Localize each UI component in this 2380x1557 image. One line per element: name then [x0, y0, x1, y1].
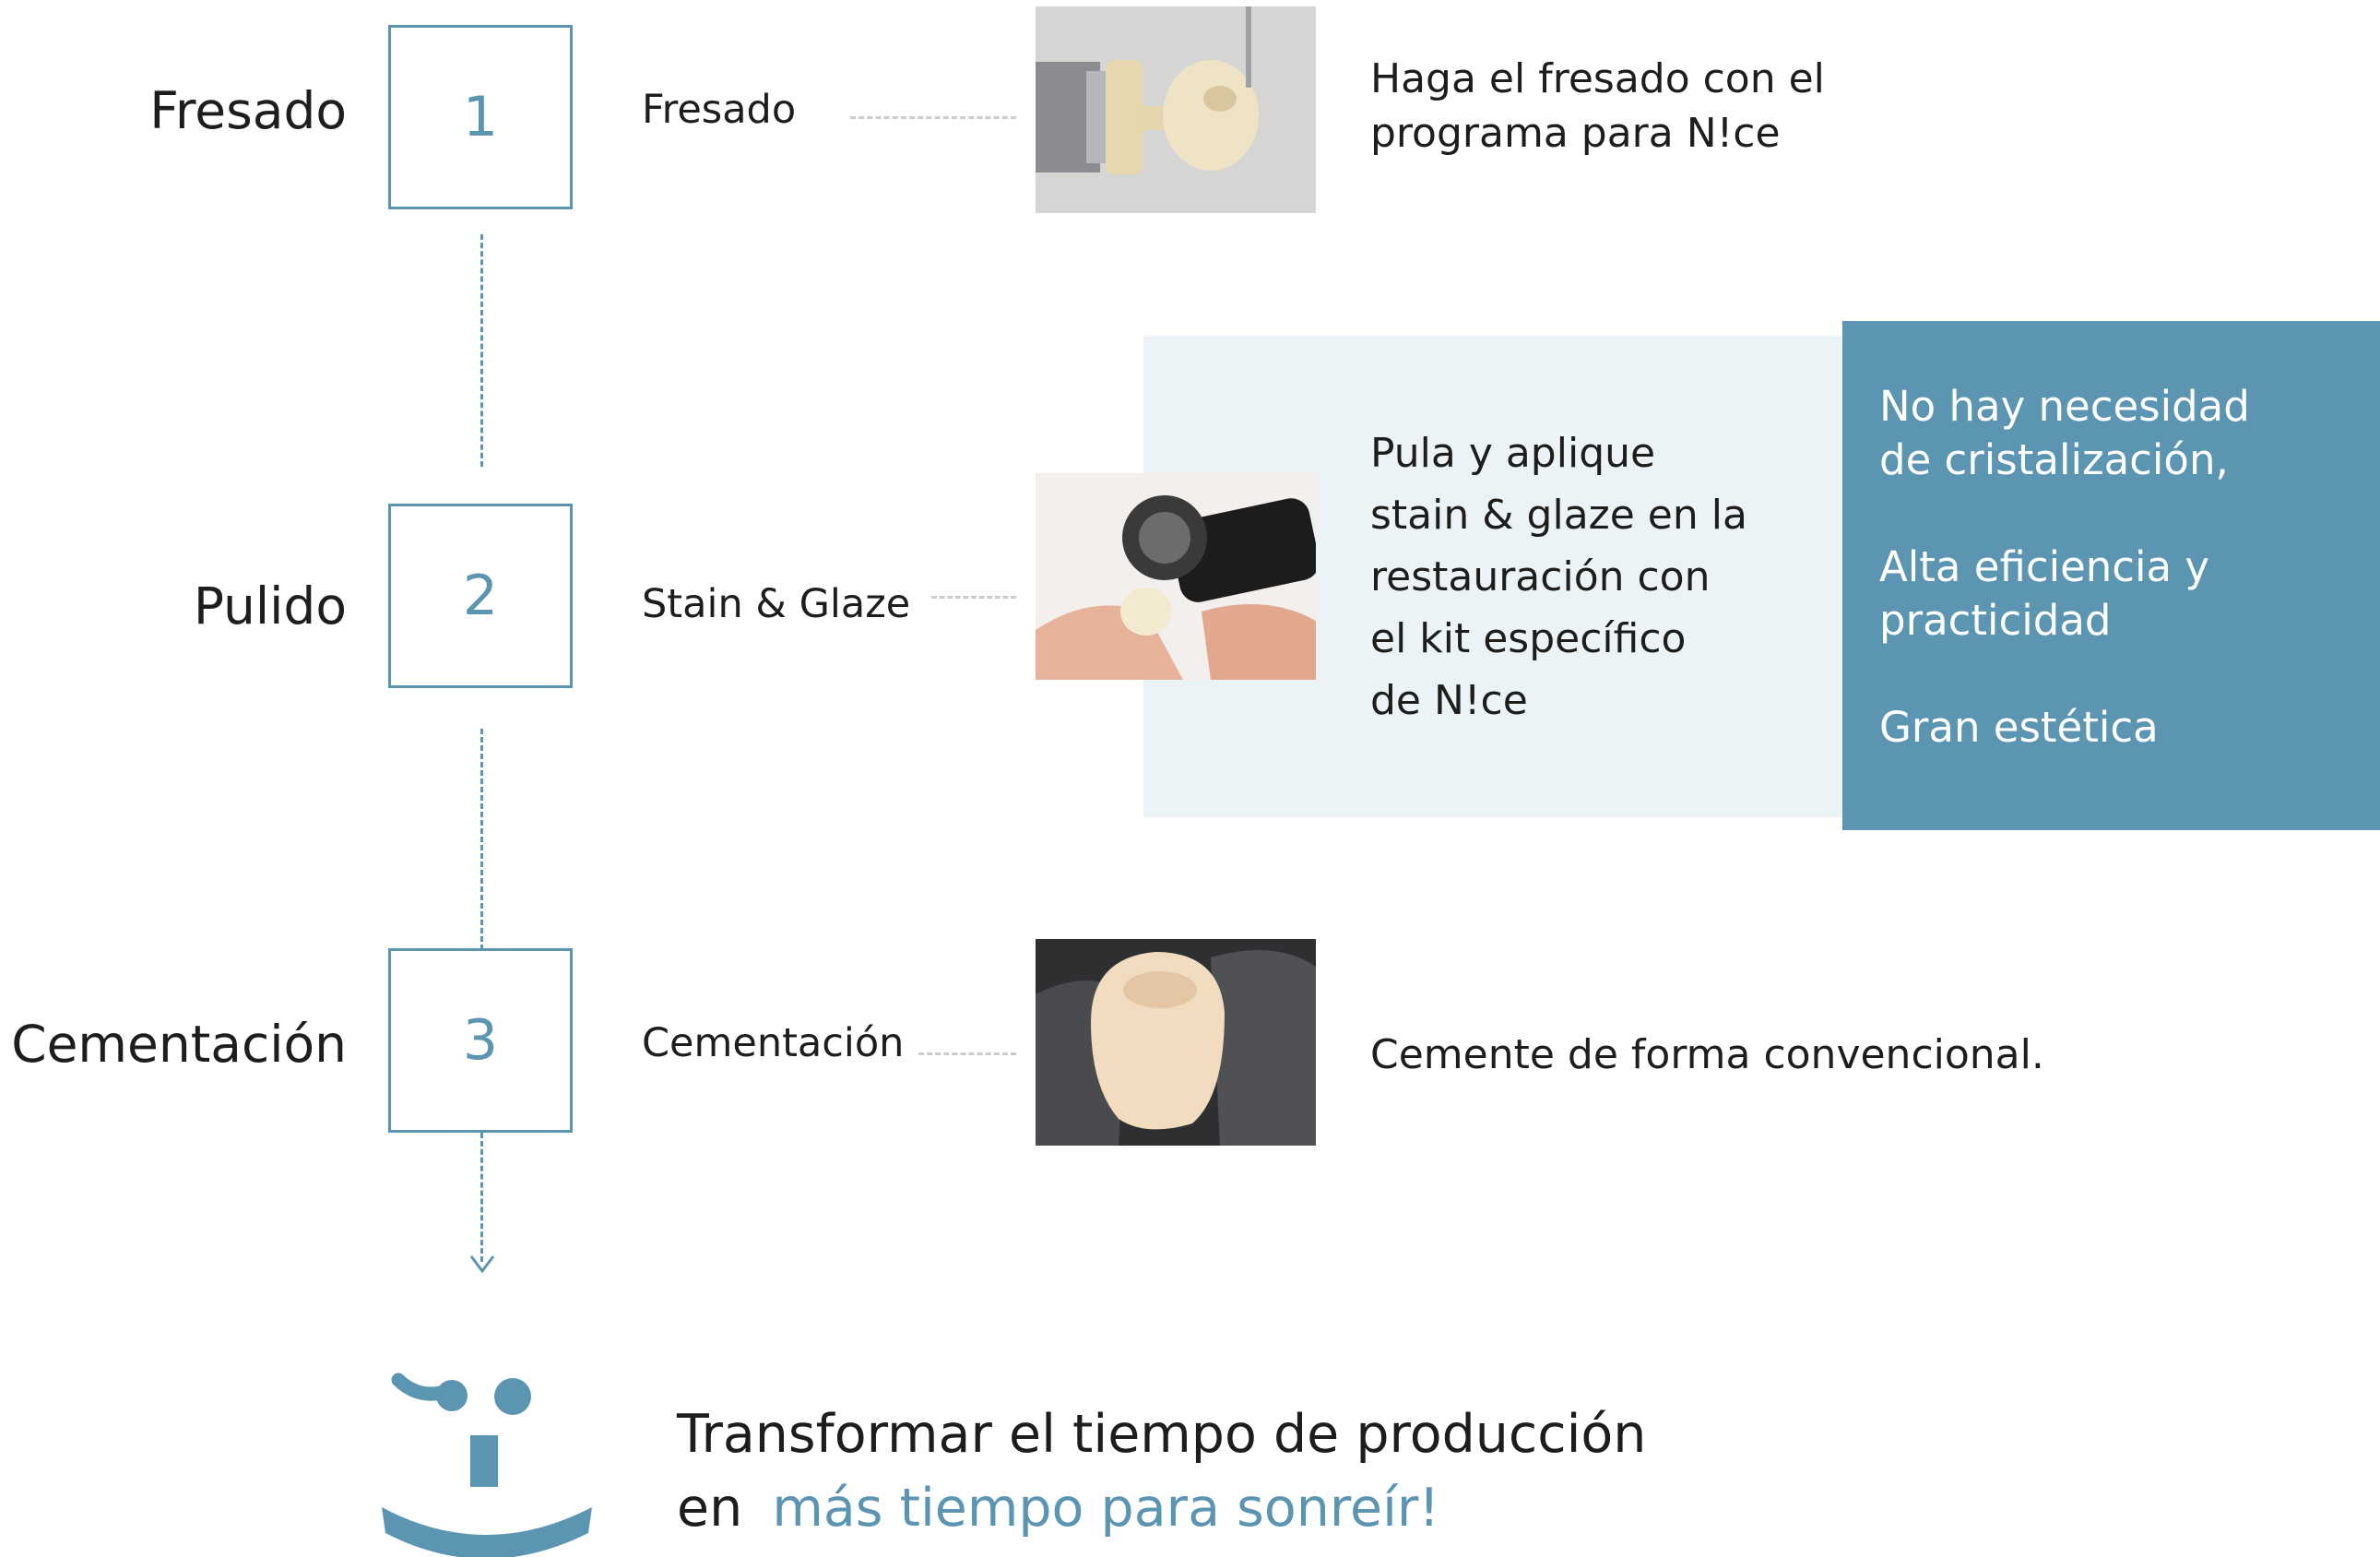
connector-line-1: [850, 116, 1016, 119]
flow-connector-3-end: [480, 1133, 483, 1262]
description-line: restauración con: [1370, 553, 1711, 600]
step-name-fresado: Fresado: [642, 87, 797, 133]
step-box-2: 2: [388, 504, 573, 688]
cemented-crown-model-photo: [1036, 939, 1316, 1146]
description-line: Haga el fresado con el: [1370, 55, 1825, 102]
flow-connector-1-2: [480, 234, 483, 467]
stage-label-fresado: Fresado: [149, 81, 347, 140]
step-description-1: Haga el fresado con el programa para N!c…: [1370, 52, 1825, 160]
connector-line-2: [931, 596, 1016, 599]
flow-connector-2-3: [480, 729, 483, 950]
footer-prefix: en: [677, 1478, 743, 1539]
connector-line-3: [918, 1052, 1016, 1055]
description-line: el kit específico: [1370, 615, 1687, 662]
benefit-line: de cristalización,: [1879, 435, 2229, 484]
step-name-stain-glaze: Stain & Glaze: [642, 581, 911, 627]
step-description-2: Pula y aplique stain & glaze en la resta…: [1370, 422, 1747, 731]
description-line: programa para N!ce: [1370, 110, 1781, 157]
benefit-line: practicidad: [1879, 596, 2112, 645]
stage-label-pulido: Pulido: [193, 576, 347, 636]
polishing-brush-crown-photo: [1036, 473, 1316, 680]
description-line: stain & glaze en la: [1370, 492, 1747, 539]
smile-logo: [382, 1373, 592, 1557]
stage-label-cementacion: Cementación: [11, 1015, 347, 1074]
footer-line-2: en más tiempo para sonreír!: [677, 1478, 1439, 1539]
step-box-1: 1: [388, 25, 573, 209]
step-box-3: 3: [388, 948, 573, 1133]
description-line: Cemente de forma convencional.: [1370, 1031, 2044, 1078]
footer-line-1: Transformar el tiempo de producción: [677, 1404, 1647, 1465]
benefit-line: Gran estética: [1879, 703, 2159, 752]
benefits-panel: No hay necesidad de cristalización, Alta…: [1842, 321, 2380, 830]
benefit-line: No hay necesidad: [1879, 382, 2250, 431]
step-name-cementacion: Cementación: [642, 1020, 905, 1066]
description-line: Pula y aplique: [1370, 430, 1656, 477]
description-line: de N!ce: [1370, 677, 1528, 724]
arrow-down-icon: [469, 1255, 495, 1274]
benefit-line: Alta eficiencia y: [1879, 542, 2210, 591]
milling-machine-crown-photo: [1036, 6, 1316, 213]
footer-highlight: más tiempo para sonreír!: [772, 1478, 1440, 1539]
step-description-3: Cemente de forma convencional.: [1370, 1028, 2044, 1082]
